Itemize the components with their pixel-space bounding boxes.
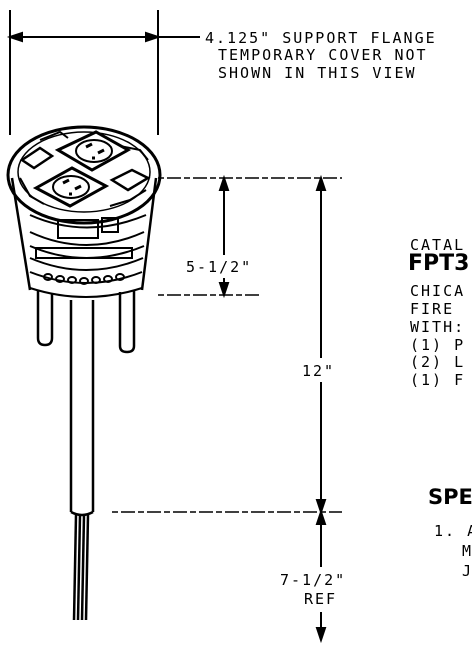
spec-title: SPE bbox=[428, 485, 472, 509]
note-line-2: SHOWN IN THIS VIEW bbox=[218, 64, 417, 82]
overall-height-label: 12" bbox=[302, 362, 336, 380]
ref-label: REF bbox=[304, 590, 338, 608]
catalog-desc-3: WITH: bbox=[410, 318, 466, 336]
ref-dimension bbox=[315, 508, 327, 644]
ref-length-label: 7-1/2" bbox=[280, 571, 347, 589]
conduit bbox=[69, 300, 95, 517]
support-legs bbox=[36, 290, 136, 354]
catalog-label: CATAL bbox=[410, 236, 466, 254]
catalog-desc-4: (1) P bbox=[410, 336, 466, 354]
spec-line-3: J bbox=[462, 562, 472, 580]
note-line-1: TEMPORARY COVER NOT bbox=[218, 46, 428, 64]
extension-lines bbox=[112, 177, 342, 513]
body-height-dimension bbox=[218, 174, 230, 299]
flange-dimension-label: 4.125" SUPPORT FLANGE bbox=[205, 29, 437, 47]
spec-line-1: 1. A bbox=[434, 522, 472, 540]
catalog-desc-5: (2) L bbox=[410, 353, 466, 371]
spec-line-2: M bbox=[462, 542, 472, 560]
catalog-number: FPT3 bbox=[408, 251, 470, 276]
receptacle-upper bbox=[54, 130, 132, 172]
overall-dimension bbox=[315, 174, 327, 516]
body-height-label: 5-1/2" bbox=[186, 258, 253, 276]
device-head bbox=[6, 125, 162, 225]
catalog-desc-2: FIRE bbox=[410, 300, 455, 318]
device-body bbox=[10, 177, 158, 298]
flange-dimension bbox=[6, 10, 200, 135]
catalog-desc-1: CHICA bbox=[410, 282, 466, 300]
catalog-desc-6: (1) F bbox=[410, 371, 466, 389]
wire-leads bbox=[72, 514, 90, 621]
receptacle-lower bbox=[32, 166, 110, 208]
